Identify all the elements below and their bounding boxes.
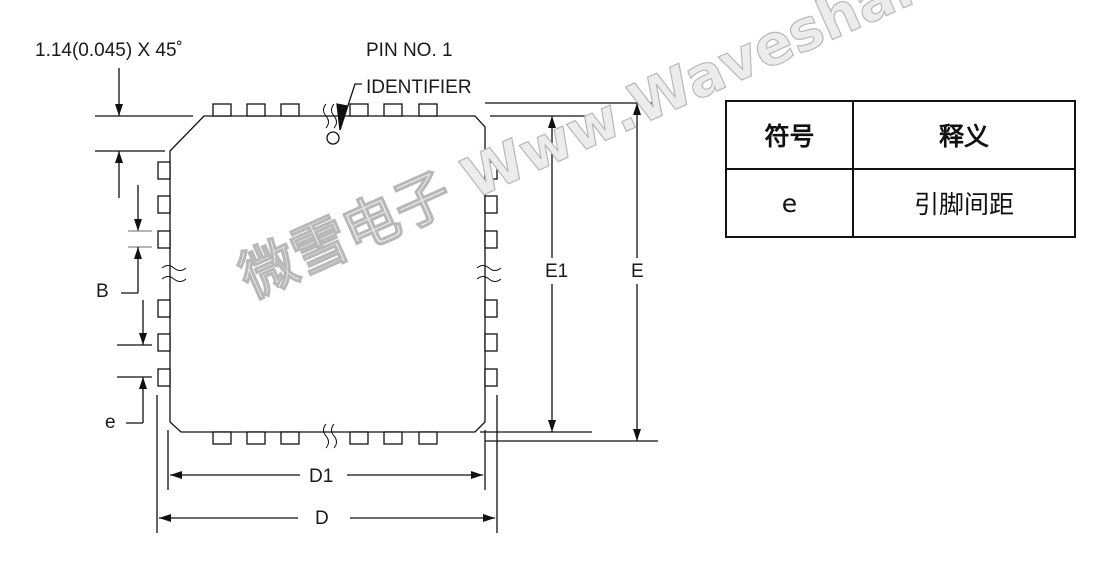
pin1-label-line2: IDENTIFIER xyxy=(366,77,472,98)
break-mark-left xyxy=(161,265,187,282)
pin xyxy=(157,230,171,249)
pin xyxy=(383,431,403,445)
table-header-row: 符号 释义 xyxy=(725,100,1076,170)
pin xyxy=(484,299,498,318)
B-dimension xyxy=(121,185,152,294)
symbol-table: 符号 释义 e 引脚间距 xyxy=(725,100,1076,238)
cell-symbol: e xyxy=(725,168,854,238)
E1-dimension xyxy=(480,115,592,433)
D1-dimension xyxy=(167,430,486,490)
break-mark-bottom xyxy=(323,423,337,449)
break-mark-top xyxy=(323,103,337,129)
pin xyxy=(157,161,171,180)
E-dimension xyxy=(485,102,658,442)
break-mark-right xyxy=(476,265,502,282)
pin xyxy=(484,333,498,352)
pins xyxy=(157,103,498,445)
pin xyxy=(484,230,498,249)
pin xyxy=(349,431,369,445)
header-meaning: 释义 xyxy=(852,100,1076,170)
chamfer-label: 1.14(0.045) X 45˚ xyxy=(35,40,183,61)
pin xyxy=(157,195,171,214)
table-row: e 引脚间距 xyxy=(725,168,1076,238)
pin xyxy=(157,368,171,387)
pin xyxy=(212,103,232,117)
dim-E1-label: E1 xyxy=(545,261,568,282)
dim-e-label: e xyxy=(105,412,116,433)
pin xyxy=(246,103,266,117)
chamfer-dimension xyxy=(95,68,193,198)
dim-D1-label: D1 xyxy=(309,466,333,487)
pin xyxy=(246,431,266,445)
D-dimension xyxy=(156,395,498,533)
header-symbol: 符号 xyxy=(725,100,854,170)
pin xyxy=(383,103,403,117)
pin xyxy=(157,333,171,352)
pin1-label-line1: PIN NO. 1 xyxy=(366,40,453,61)
pin xyxy=(157,299,171,318)
pin xyxy=(349,103,369,117)
pin xyxy=(484,161,498,180)
pin1-marker xyxy=(326,131,340,145)
pin xyxy=(212,431,232,445)
dim-E-label: E xyxy=(631,261,644,282)
pin xyxy=(484,368,498,387)
dim-D-label: D xyxy=(315,508,329,529)
package-body xyxy=(169,115,486,433)
pin xyxy=(418,103,438,117)
e-dimension xyxy=(117,300,152,424)
pin xyxy=(418,431,438,445)
dim-B-label: B xyxy=(96,281,109,302)
pin xyxy=(484,195,498,214)
pin1-leader-arrow xyxy=(336,83,362,131)
pin xyxy=(280,103,300,117)
cell-meaning: 引脚间距 xyxy=(852,168,1076,238)
pin xyxy=(280,431,300,445)
